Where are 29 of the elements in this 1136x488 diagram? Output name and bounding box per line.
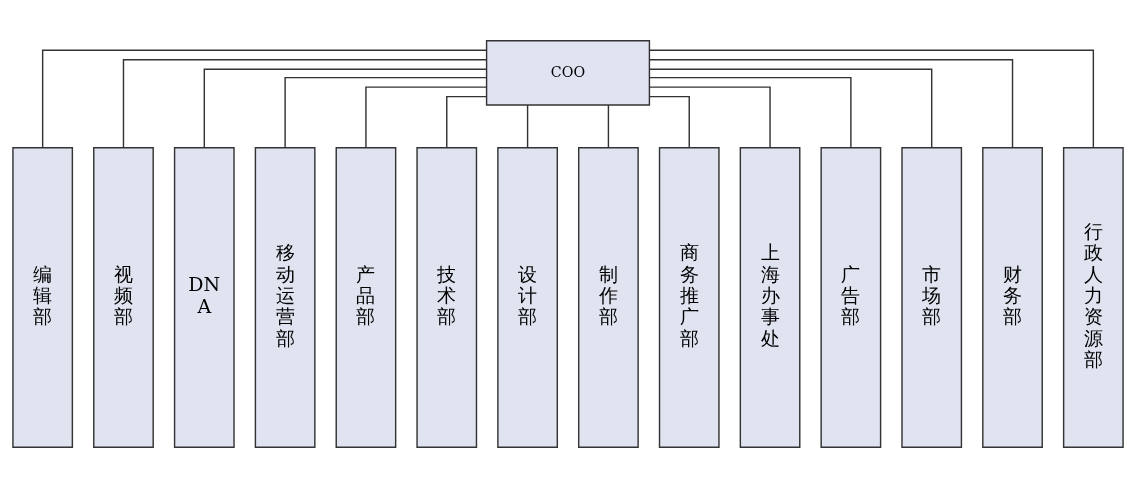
node-box: 设计部 xyxy=(497,147,558,448)
connector xyxy=(648,59,1014,149)
connector xyxy=(122,59,488,149)
connector xyxy=(203,68,488,149)
connector xyxy=(446,95,488,149)
connector xyxy=(648,95,690,149)
node-box: 市场部 xyxy=(901,147,963,448)
node-box: 产品部 xyxy=(335,147,397,448)
node-box: 广告部 xyxy=(820,147,882,448)
connector xyxy=(648,49,1095,149)
connector xyxy=(607,104,610,148)
node-box: COO xyxy=(485,40,651,106)
node-box: 技术部 xyxy=(416,147,478,448)
node-box: 行政人力资源部 xyxy=(1062,147,1124,448)
connector xyxy=(526,104,529,148)
node-box: 财务部 xyxy=(982,147,1043,448)
node-box: 上海办事处 xyxy=(739,147,801,448)
node-box: 编辑部 xyxy=(12,147,74,448)
node-box: 商务推广部 xyxy=(658,147,720,448)
node-box: DNA xyxy=(173,147,235,448)
connector xyxy=(41,49,488,149)
connector xyxy=(365,86,488,149)
connector xyxy=(284,76,488,149)
connector xyxy=(648,76,852,149)
node-box: 制作部 xyxy=(578,147,639,448)
node-box: 移动运营部 xyxy=(254,147,316,448)
connector xyxy=(648,68,933,149)
node-box: 视频部 xyxy=(93,147,154,448)
connector xyxy=(648,86,771,149)
